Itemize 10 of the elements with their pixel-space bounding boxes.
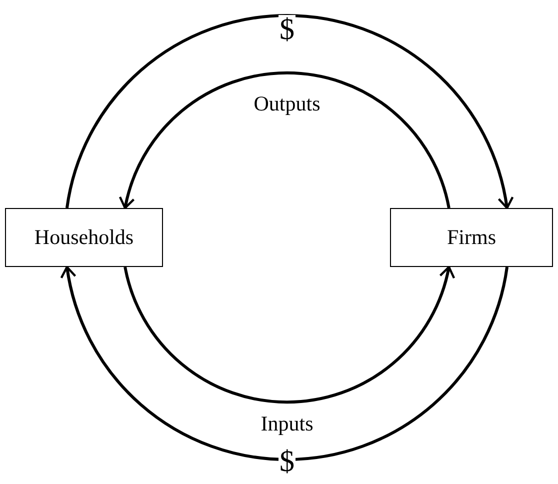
flow-arrow: [120, 72, 450, 210]
entity-label: Firms: [446, 225, 496, 250]
entity-box: [5, 208, 163, 267]
flow-arrow: [60, 266, 508, 461]
entity-box: [390, 208, 553, 267]
flow-arrow: [66, 14, 514, 210]
entity-label: Households: [34, 225, 134, 250]
edge-label: Outputs: [252, 94, 322, 114]
edge-label: Inputs: [260, 414, 314, 434]
flow-arrow: [124, 266, 454, 404]
